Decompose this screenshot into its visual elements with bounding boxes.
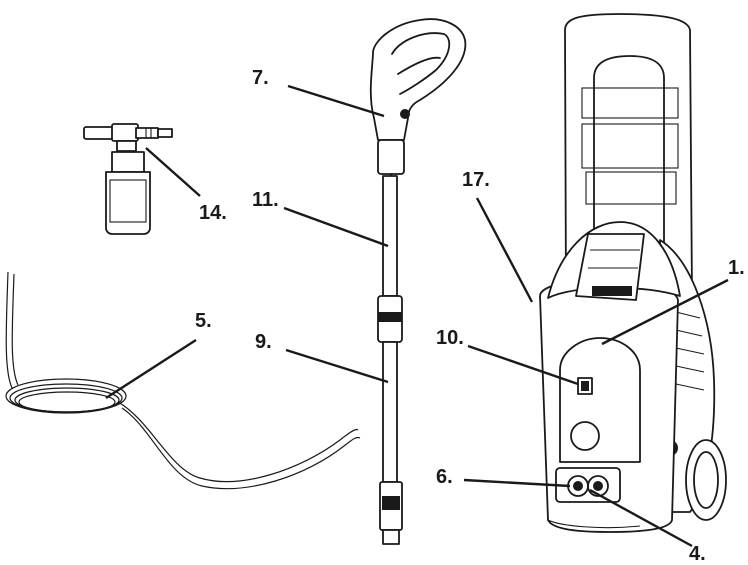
leader-4 [589, 488, 693, 548]
pressure-washer-unit [539, 13, 727, 533]
callout-5: 5. [195, 310, 212, 332]
leader-1 [601, 278, 729, 346]
leader-5 [105, 338, 197, 400]
callout-14: 14. [199, 202, 227, 224]
callout-4: 4. [689, 543, 706, 565]
leader-10 [467, 344, 579, 386]
callout-7: 7. [252, 67, 269, 89]
leader-lines [105, 84, 729, 548]
callout-11: 11. [252, 189, 279, 211]
leader-11 [283, 206, 389, 248]
leader-6 [463, 478, 571, 488]
spray-gun [369, 18, 467, 179]
callout-labels: 7. 14. 11. 5. 9. 17. 1. 10. 6. 4. [195, 67, 745, 565]
leader-7 [287, 84, 385, 118]
callout-1: 1. [728, 257, 745, 279]
detergent-bottle [83, 123, 173, 235]
callout-9: 9. [255, 331, 272, 353]
leader-17 [475, 197, 534, 303]
spray-lance [377, 175, 403, 545]
callout-17: 17. [462, 169, 490, 191]
leader-9 [285, 348, 389, 384]
callout-10: 10. [436, 327, 464, 349]
leader-14 [145, 147, 201, 197]
high-pressure-hose [5, 271, 361, 490]
callout-6: 6. [436, 466, 453, 488]
